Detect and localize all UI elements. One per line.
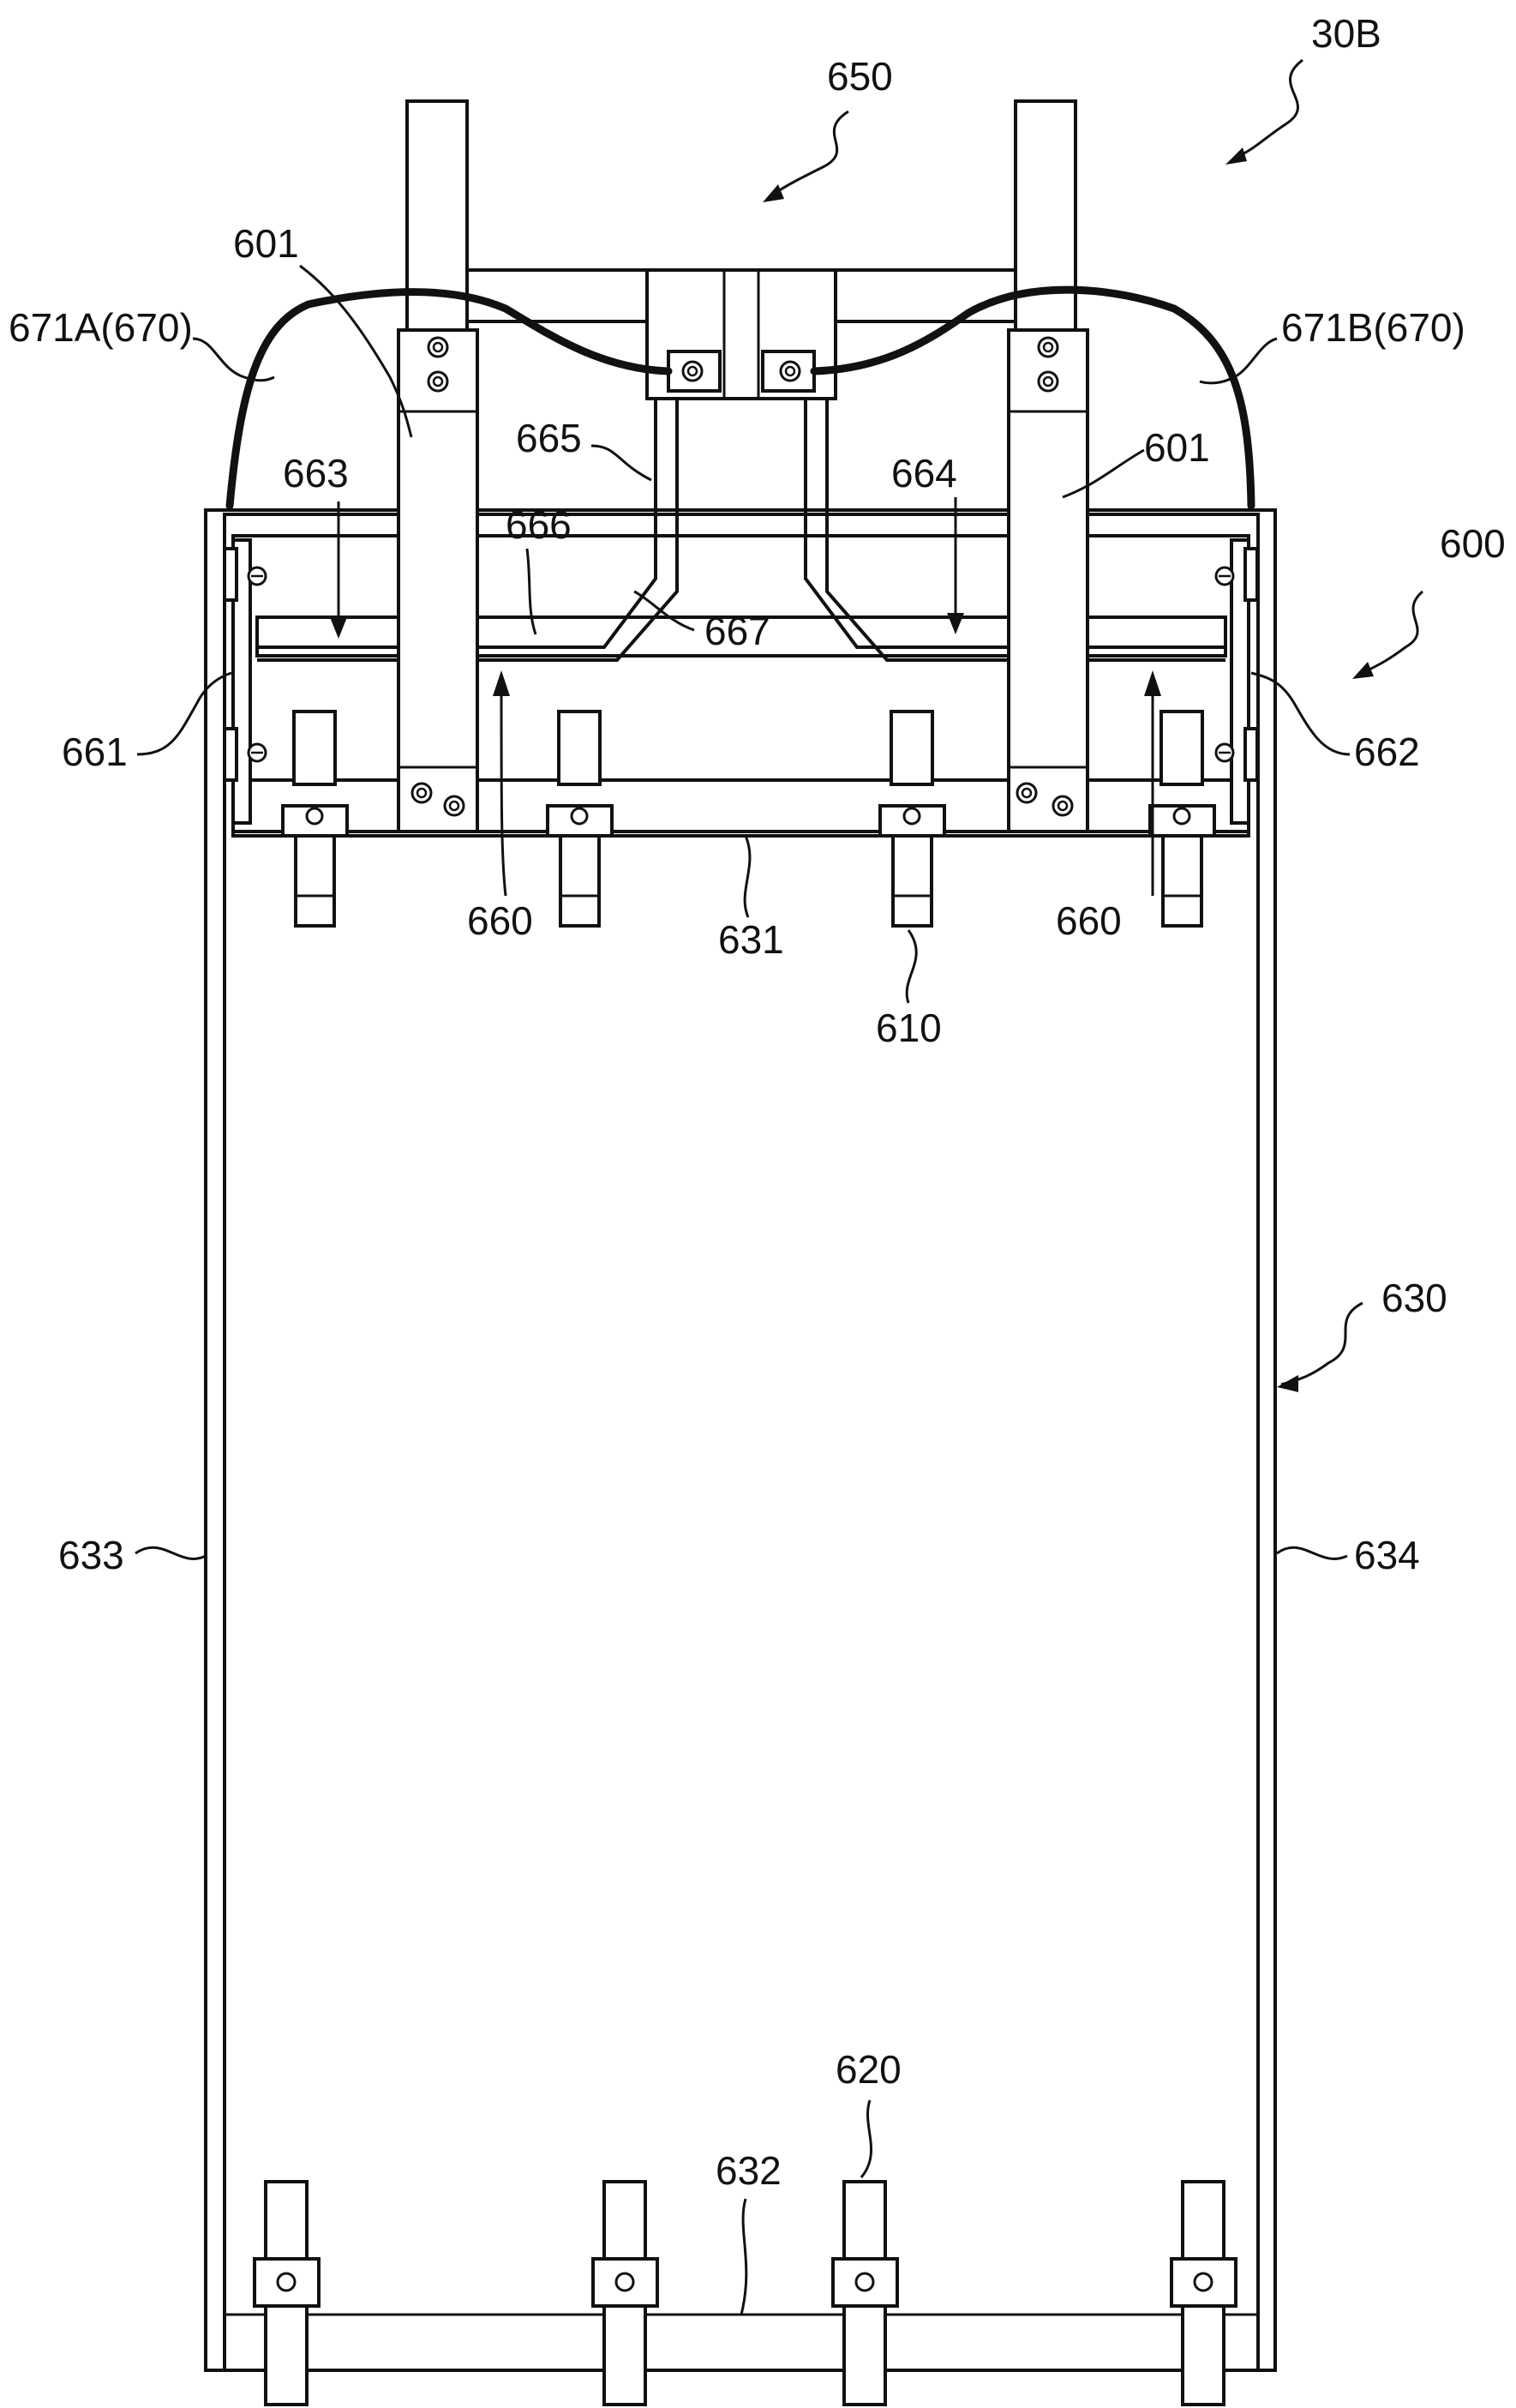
label-30b: 30B (1311, 11, 1381, 56)
label-671a: 671A(670) (9, 305, 193, 350)
label-667: 667 (704, 609, 770, 653)
label-666: 666 (506, 502, 572, 547)
label-610: 610 (876, 1006, 942, 1050)
upper-roller-1 (281, 710, 349, 928)
upper-roller-2 (546, 710, 614, 928)
lower-roller-4 (1170, 2180, 1237, 2406)
label-631: 631 (718, 917, 784, 962)
label-660-left: 660 (467, 898, 533, 943)
label-632: 632 (716, 2148, 782, 2193)
plate-601-right (1007, 328, 1089, 833)
side-screw (1214, 566, 1235, 586)
cable-671a (225, 288, 673, 510)
label-600: 600 (1440, 521, 1506, 566)
label-662: 662 (1354, 730, 1420, 774)
label-601-right: 601 (1144, 425, 1210, 470)
label-630: 630 (1381, 1276, 1447, 1320)
lower-roller-1 (253, 2180, 321, 2406)
label-665: 665 (516, 416, 582, 460)
label-620: 620 (836, 2047, 902, 2092)
upper-roller-3 (878, 710, 946, 928)
plate-assembly-600 (223, 534, 1259, 838)
label-661: 661 (62, 730, 128, 774)
plate-601-left (397, 328, 479, 833)
label-660-right: 660 (1056, 898, 1122, 943)
side-screw (247, 566, 267, 586)
label-633: 633 (58, 1533, 124, 1577)
label-601-left: 601 (233, 221, 299, 266)
upper-roller-4 (1148, 710, 1216, 928)
handle-assembly-650 (405, 99, 1077, 400)
label-664: 664 (891, 451, 957, 495)
lower-roller-2 (591, 2180, 659, 2406)
side-screw (1214, 742, 1235, 763)
leader-lines (135, 58, 1423, 2315)
reference-labels: 30B 650 601 671A(670) 671B(670) 665 663 … (9, 11, 1506, 2193)
lower-roller-3 (831, 2180, 899, 2406)
cable-671b (810, 285, 1255, 510)
label-663: 663 (283, 451, 349, 495)
label-650: 650 (827, 54, 893, 99)
side-screw (247, 742, 267, 763)
label-671b: 671B(670) (1281, 305, 1465, 350)
label-634: 634 (1354, 1533, 1420, 1577)
